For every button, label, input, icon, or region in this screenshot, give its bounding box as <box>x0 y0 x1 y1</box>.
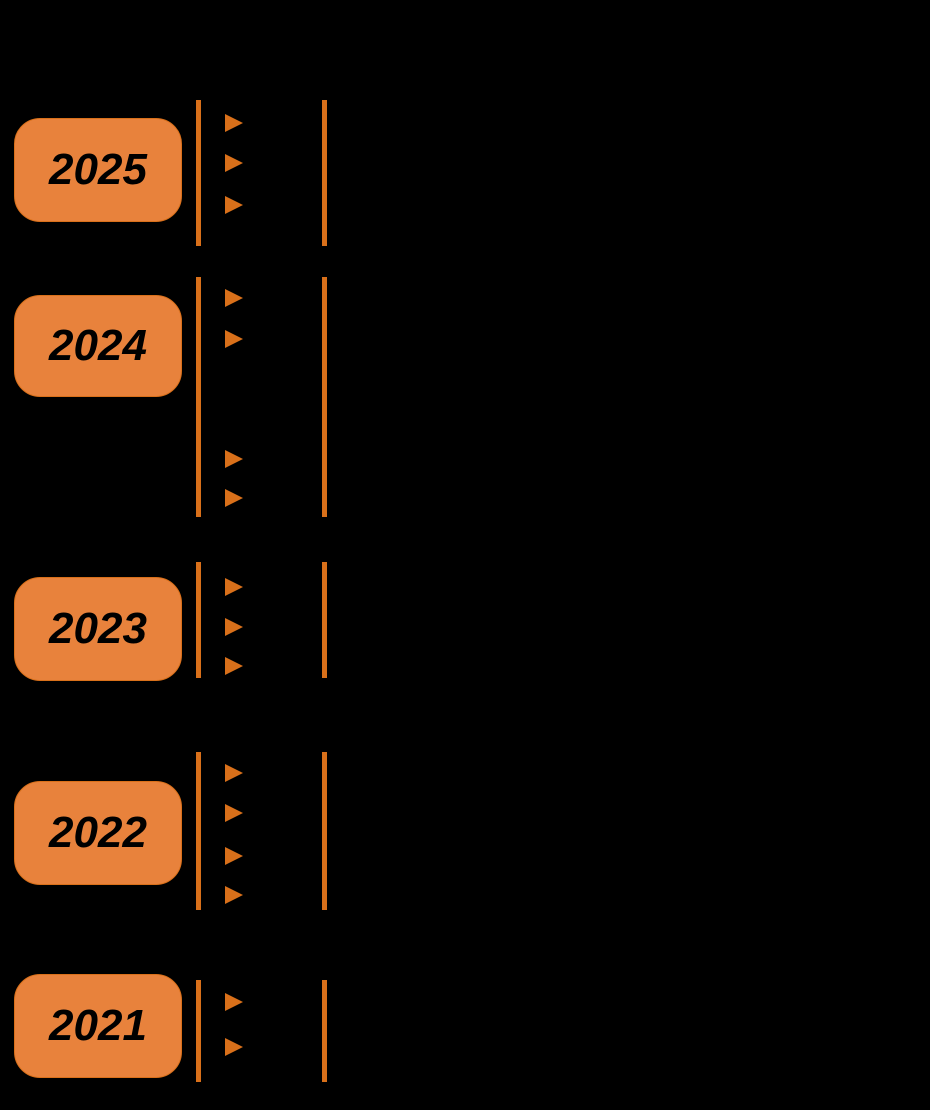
timeline-rule-outer-2022 <box>322 752 327 910</box>
timeline-bullet-row <box>225 287 925 307</box>
triangle-right-icon <box>225 450 243 468</box>
triangle-right-icon <box>225 1038 243 1056</box>
timeline-bullet-row <box>225 762 925 782</box>
triangle-right-icon <box>225 289 243 307</box>
timeline-rule-outer-2021 <box>322 980 327 1082</box>
timeline-bullet-row <box>225 112 925 132</box>
triangle-right-icon <box>225 886 243 904</box>
timeline-rule-outer-2023 <box>322 562 327 678</box>
timeline-rule-inner-2022 <box>196 752 201 910</box>
triangle-right-icon <box>225 847 243 865</box>
timeline-bullet-row <box>225 991 925 1011</box>
timeline-rule-outer-2025 <box>322 100 327 246</box>
triangle-right-icon <box>225 804 243 822</box>
year-badge-2025[interactable]: 2025 <box>14 118 182 222</box>
year-badge-2021[interactable]: 2021 <box>14 974 182 1078</box>
year-badge-label: 2024 <box>49 321 147 370</box>
timeline-bullet-row <box>225 884 925 904</box>
triangle-right-icon <box>225 764 243 782</box>
timeline-bullet-row <box>225 576 925 596</box>
year-badge-2022[interactable]: 2022 <box>14 781 182 885</box>
timeline-rule-outer-2024 <box>322 277 327 517</box>
year-badge-2024[interactable]: 2024 <box>14 295 182 397</box>
timeline-rule-inner-2024 <box>196 277 201 517</box>
timeline-rule-inner-2021 <box>196 980 201 1082</box>
year-badge-label: 2025 <box>49 145 147 194</box>
timeline-rule-inner-2025 <box>196 100 201 246</box>
timeline-bullet-row <box>225 487 925 507</box>
triangle-right-icon <box>225 657 243 675</box>
year-badge-label: 2022 <box>49 808 147 857</box>
timeline-bullet-row <box>225 616 925 636</box>
triangle-right-icon <box>225 114 243 132</box>
triangle-right-icon <box>225 578 243 596</box>
year-badge-label: 2021 <box>49 1001 147 1050</box>
timeline-bullet-row <box>225 1036 925 1056</box>
timeline-bullet-row <box>225 448 925 468</box>
year-badge-2023[interactable]: 2023 <box>14 577 182 681</box>
timeline-rule-inner-2023 <box>196 562 201 678</box>
timeline-bullet-row <box>225 328 925 348</box>
triangle-right-icon <box>225 993 243 1011</box>
timeline-bullet-row <box>225 845 925 865</box>
timeline-bullet-row <box>225 655 925 675</box>
timeline-bullet-row <box>225 802 925 822</box>
triangle-right-icon <box>225 618 243 636</box>
triangle-right-icon <box>225 154 243 172</box>
timeline-bullet-row <box>225 152 925 172</box>
triangle-right-icon <box>225 196 243 214</box>
year-badge-label: 2023 <box>49 604 147 653</box>
triangle-right-icon <box>225 330 243 348</box>
triangle-right-icon <box>225 489 243 507</box>
timeline-bullet-row <box>225 194 925 214</box>
